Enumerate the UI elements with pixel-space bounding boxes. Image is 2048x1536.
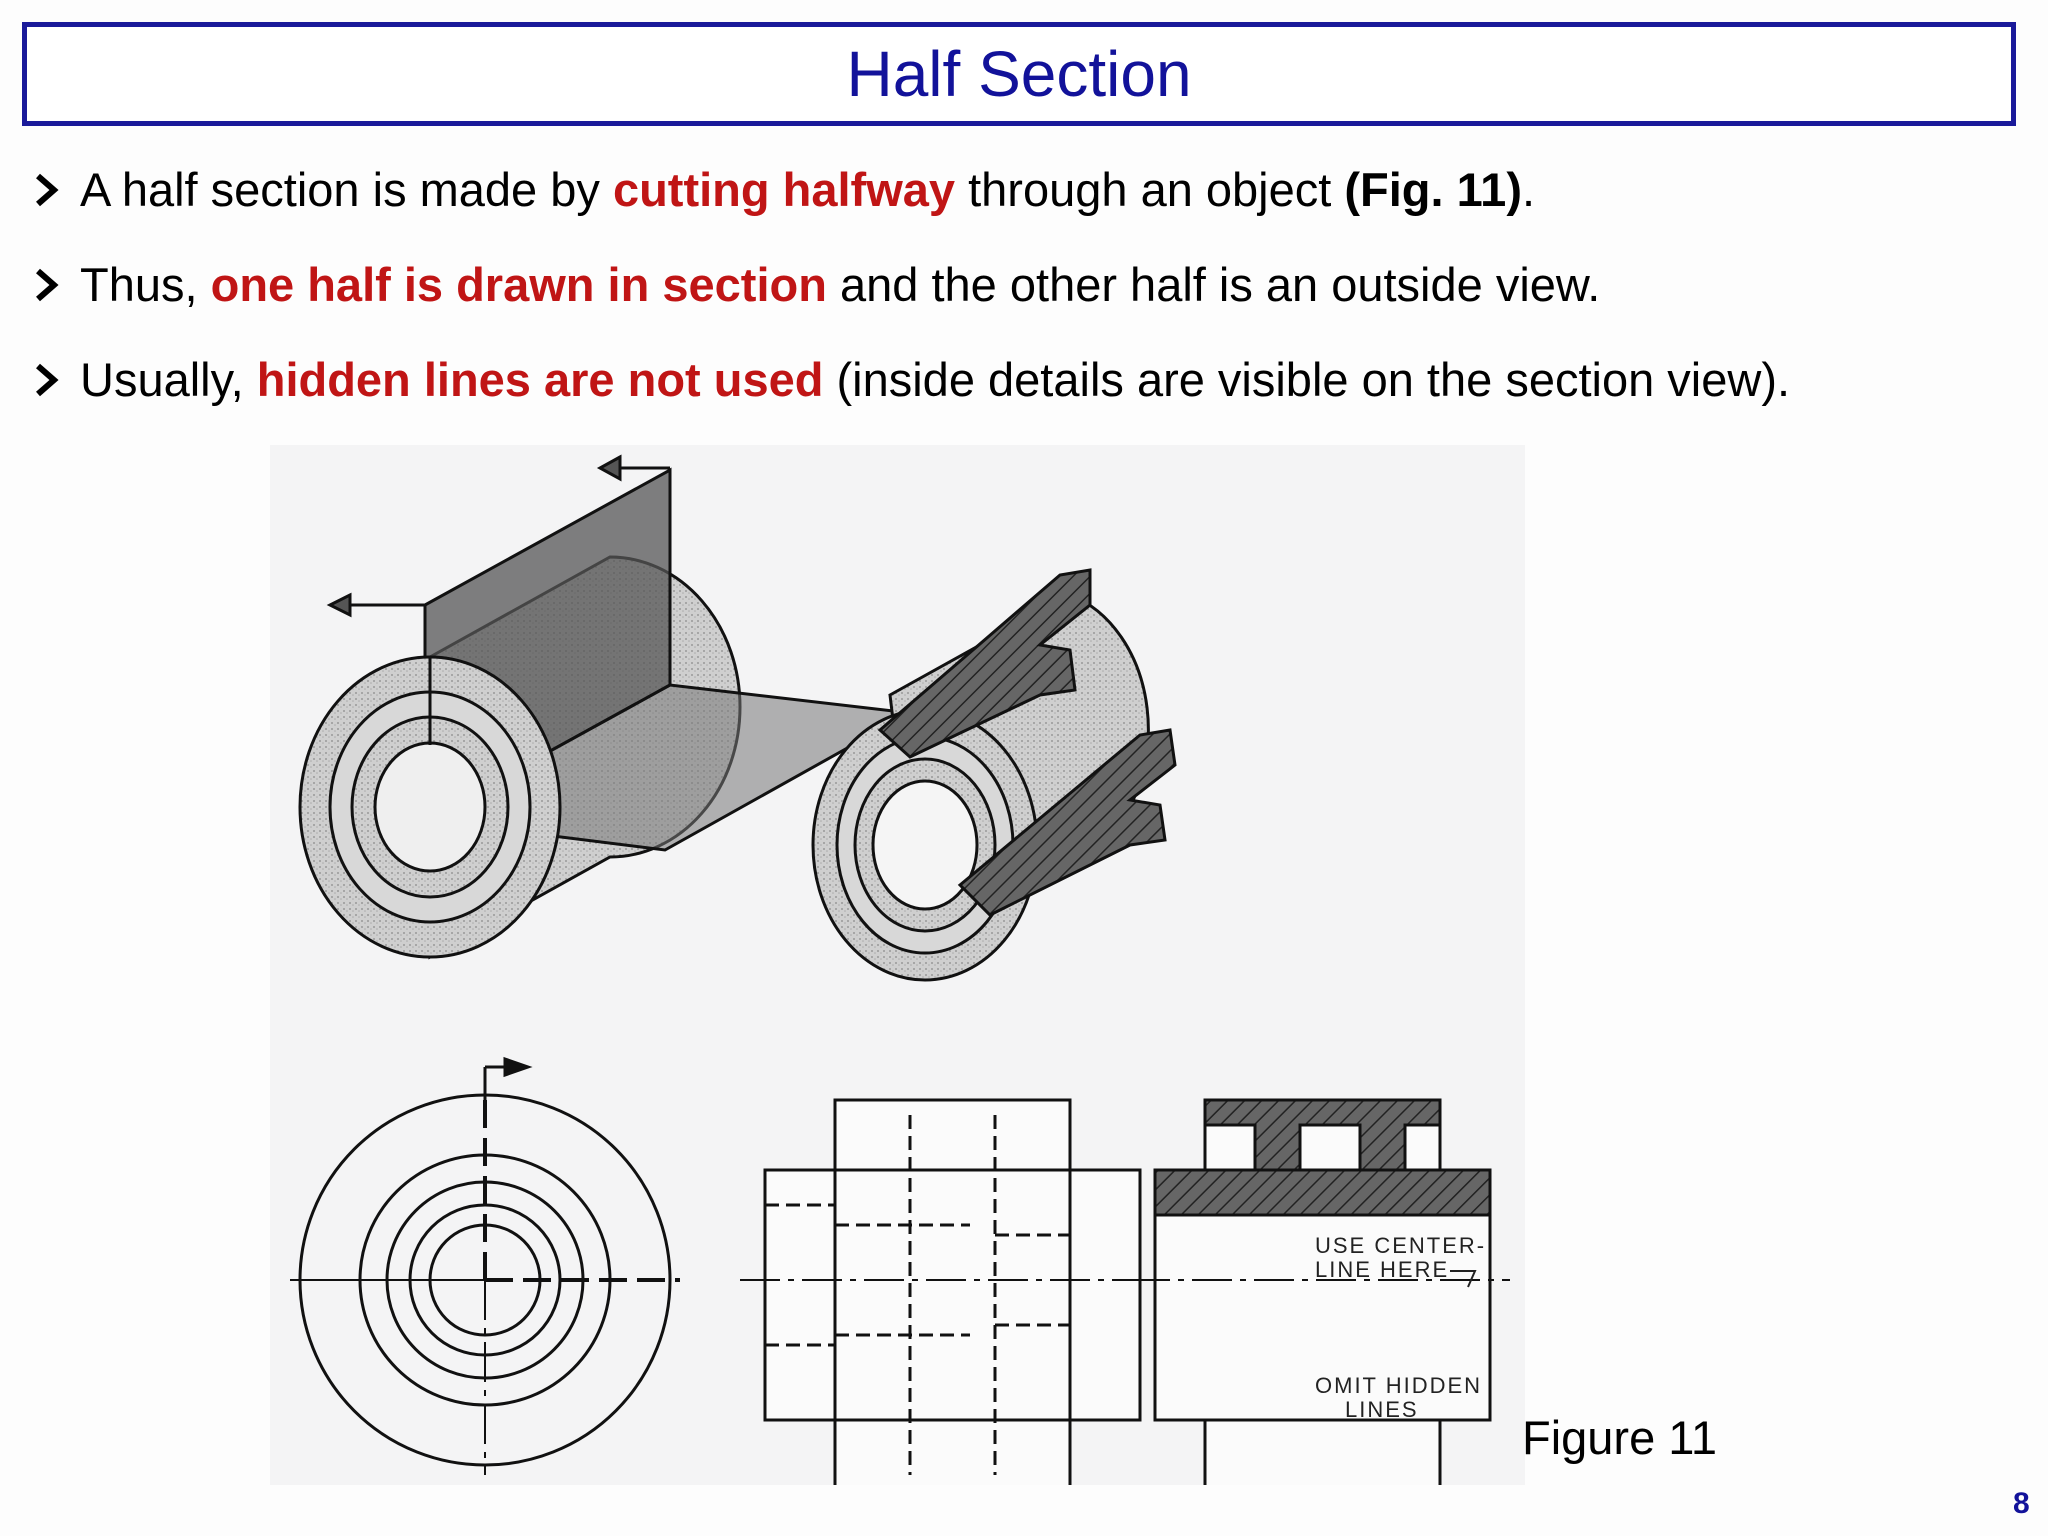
leader-arrow <box>1450 1270 1477 1288</box>
end-view <box>290 1056 680 1475</box>
pictorial-half-section <box>811 568 1177 982</box>
note-omit-hidden-2: LINES <box>1345 1397 1419 1422</box>
figure-caption: Figure 11 <box>1522 1411 1718 1464</box>
note-center-line-1: USE CENTER- <box>1315 1233 1486 1258</box>
pictorial-cutting-plane <box>298 454 915 960</box>
chevron-right-icon <box>36 268 59 301</box>
bullet-item-2: Thus, one half is drawn in section and t… <box>30 261 1600 308</box>
half-section-view <box>1130 1098 1510 1492</box>
half-section-drawing: USE CENTER- LINE HERE OMIT HIDDEN LINES <box>290 454 1510 1492</box>
figure-11: USE CENTER- LINE HERE OMIT HIDDEN LINES <box>270 445 1525 1492</box>
bullet-item-1: A half section is made by cutting halfwa… <box>30 166 1535 213</box>
note-omit-hidden-1: OMIT HIDDEN <box>1315 1373 1482 1398</box>
note-center-line-2: LINE HERE <box>1315 1257 1449 1282</box>
bullet-item-3: Usually, hidden lines are not used (insi… <box>30 356 1790 403</box>
page-number: 8 <box>2013 1487 2030 1520</box>
title-box: Half Section <box>22 22 2016 126</box>
bullet-3-text: Usually, hidden lines are not used (insi… <box>80 353 1791 406</box>
bullet-1-text: A half section is made by cutting halfwa… <box>80 163 1536 216</box>
chevron-right-icon <box>36 173 59 206</box>
bullet-2-text: Thus, one half is drawn in section and t… <box>80 258 1601 311</box>
front-view-hidden <box>740 1098 1165 1492</box>
slide-title: Half Section <box>846 38 1192 110</box>
figure-notes: USE CENTER- LINE HERE OMIT HIDDEN LINES <box>1315 1233 1486 1422</box>
chevron-right-icon <box>36 363 59 396</box>
